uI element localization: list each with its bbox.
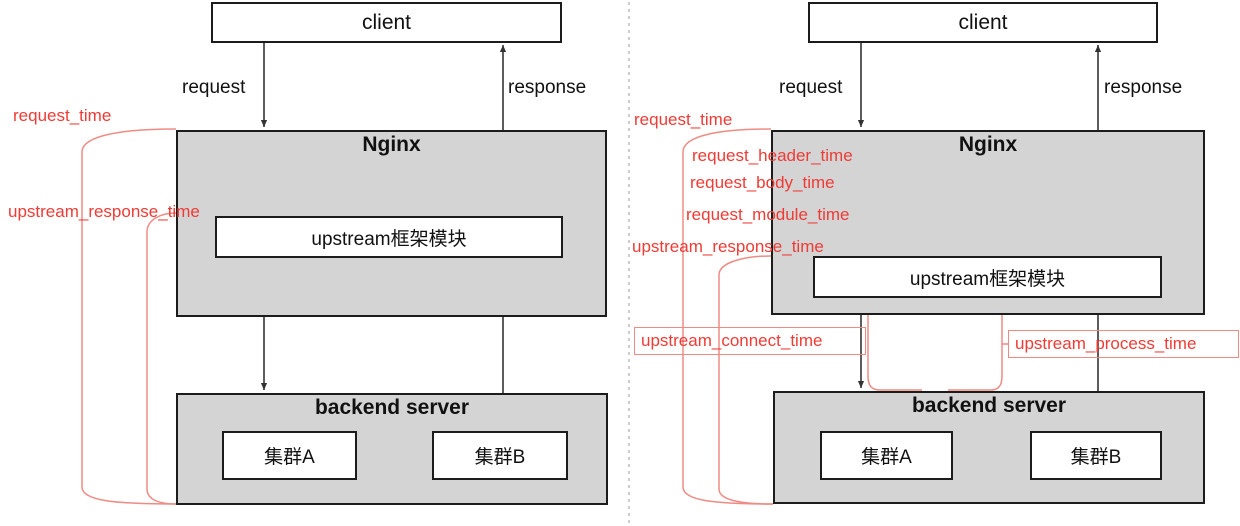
right-upstream-module-label: upstream框架模块 — [909, 268, 1066, 290]
left-response-edge-label: response — [508, 77, 587, 98]
right-bracket-request-time — [682, 128, 774, 505]
left-backend-label: backend server — [314, 396, 470, 419]
left-metric-upstream-response-time: upstream_response_time — [8, 202, 200, 221]
right-metric-request-body-time: request_body_time — [690, 173, 835, 192]
left-bracket-request-time — [81, 128, 177, 505]
right-bracket-upstream-span — [867, 301, 922, 391]
right-nginx-label: Nginx — [958, 133, 1018, 156]
right-metric-request-time: request_time — [634, 110, 733, 129]
left-request-edge-label: request — [182, 77, 246, 98]
left-upstream-module-box[interactable]: upstream框架模块 — [215, 216, 563, 258]
left-cluster-b-label: 集群B — [474, 447, 526, 468]
right-metric-request-module-time: request_module_time — [686, 205, 850, 224]
left-cluster-a-box[interactable]: 集群A — [222, 431, 357, 480]
right-metric-upstream-process-time: upstream_process_time — [1015, 334, 1197, 353]
right-metric-upstream-connect-time: upstream_connect_time — [641, 331, 823, 350]
right-metric-upstream-process-time-box: upstream_process_time — [1008, 330, 1239, 358]
right-request-edge-label: request — [779, 77, 843, 98]
right-client-box[interactable]: client — [808, 2, 1158, 43]
right-metric-upstream-connect-time-box: upstream_connect_time — [634, 327, 866, 355]
right-client-label: client — [958, 10, 1008, 34]
left-nginx-label: Nginx — [362, 133, 421, 156]
right-upstream-module-box[interactable]: upstream框架模块 — [813, 256, 1162, 298]
right-backend-label: backend server — [911, 394, 1067, 417]
right-metric-upstream-response-time: upstream_response_time — [632, 237, 824, 256]
left-cluster-b-box[interactable]: 集群B — [432, 431, 568, 480]
right-cluster-b-box[interactable]: 集群B — [1030, 431, 1162, 480]
left-metric-request-time: request_time — [13, 106, 112, 125]
right-cluster-a-box[interactable]: 集群A — [820, 431, 953, 480]
right-cluster-b-label: 集群B — [1070, 447, 1122, 468]
right-cluster-a-label: 集群A — [861, 447, 912, 468]
left-upstream-module-label: upstream框架模块 — [311, 228, 467, 250]
left-client-label: client — [361, 10, 412, 34]
right-metric-request-header-time: request_header_time — [692, 146, 853, 165]
right-response-edge-label: response — [1104, 77, 1183, 98]
right-bracket-upstream-span-right — [948, 301, 1003, 391]
left-client-box[interactable]: client — [211, 2, 562, 43]
right-bracket-upstream-response-time — [718, 255, 774, 505]
left-bracket-upstream-response-time — [146, 212, 177, 505]
left-cluster-a-label: 集群A — [264, 447, 315, 468]
